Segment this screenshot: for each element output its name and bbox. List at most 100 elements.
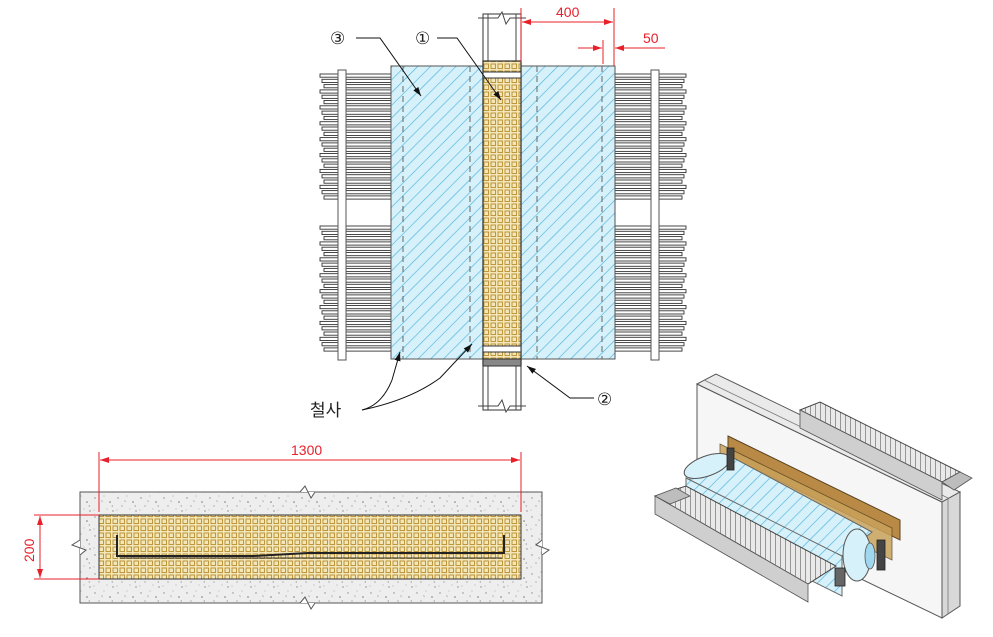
dim-200-label: 200 — [21, 538, 37, 562]
fin-plate — [323, 100, 393, 105]
fin-plate — [321, 294, 393, 299]
fin-plate — [613, 105, 687, 110]
fin-plate — [323, 163, 393, 168]
fin-plate — [613, 326, 685, 331]
slab-break-right — [535, 539, 551, 556]
fin-plate — [323, 236, 393, 241]
fin-plate — [613, 336, 687, 341]
fin-plate — [613, 342, 685, 347]
fin-plate — [323, 267, 393, 273]
fin-plate — [613, 158, 685, 163]
section-view: 1300 200 — [21, 442, 551, 610]
iso-back-fins-face — [799, 409, 943, 501]
callout-2-label: ② — [597, 390, 612, 409]
fin-plate — [323, 147, 393, 152]
fin-plate — [321, 342, 393, 347]
fin-plate — [613, 236, 683, 241]
fin-plate — [613, 320, 687, 326]
fin-plate — [613, 190, 685, 195]
dim-400-label: 400 — [556, 4, 580, 20]
fin-plate — [613, 89, 687, 94]
iso-end-bracket — [876, 539, 886, 571]
fin-plate — [319, 273, 393, 278]
fin-plate — [613, 225, 687, 230]
fin-plate — [321, 190, 393, 195]
wire-label: 철사 — [310, 401, 342, 421]
fin-plate — [613, 283, 683, 288]
fin-plate — [613, 305, 687, 310]
slab-break-left — [70, 539, 87, 556]
wire-leader-2 — [361, 343, 473, 411]
fin-plate — [613, 100, 683, 105]
slab-break-bottom — [299, 596, 316, 610]
fin-plate — [613, 174, 685, 179]
column-break-bottom — [478, 398, 526, 414]
fin-plate — [321, 158, 393, 163]
fin-plate — [319, 184, 393, 189]
iso-front-fins-face — [654, 495, 809, 603]
fin-plate — [319, 289, 393, 294]
fin-plate — [613, 278, 685, 283]
fin-plate — [613, 78, 685, 83]
callout-1-label: ① — [415, 29, 430, 48]
dim-50-label: 50 — [643, 30, 659, 46]
fin-plate — [613, 294, 685, 299]
fin-plate — [321, 278, 393, 283]
fin-plate — [613, 257, 687, 262]
fin-plate — [323, 299, 393, 304]
right-fin-bundle — [613, 73, 687, 352]
fin-plate — [613, 179, 683, 184]
fin-plate — [613, 131, 683, 136]
fin-plate — [613, 315, 683, 320]
fin-plate — [319, 320, 393, 326]
fin-plate — [613, 246, 685, 251]
filler-strip — [98, 514, 522, 580]
fin-plate — [321, 142, 393, 147]
fin-plate — [323, 283, 393, 288]
filler-block — [482, 60, 522, 366]
fin-plate — [321, 94, 393, 99]
fin-plate — [613, 94, 685, 99]
fin-plate — [321, 78, 393, 83]
fin-plate — [613, 195, 683, 200]
fin-plate — [321, 326, 393, 331]
fin-plate — [613, 163, 683, 168]
fin-plate — [319, 73, 393, 78]
fin-plate — [319, 105, 393, 110]
slab-break-top — [299, 485, 316, 499]
fin-plate — [613, 73, 687, 78]
callout-2-leader — [526, 365, 594, 399]
fin-plate — [613, 241, 687, 246]
iso-roll-end — [864, 542, 876, 570]
plan-view: 400 50 ③ ① ② 철사 — [310, 4, 687, 421]
fin-plate — [321, 110, 393, 115]
left-fin-bundle — [319, 73, 393, 352]
fin-plate — [321, 262, 393, 267]
fin-plate — [613, 252, 683, 257]
fin-plate — [613, 137, 687, 142]
fin-plate — [613, 331, 683, 336]
fin-plate — [613, 310, 685, 315]
fin-plate — [319, 257, 393, 262]
iso-wall-side — [941, 491, 961, 619]
fin-plate — [323, 195, 393, 200]
callout-3-label: ③ — [330, 29, 345, 48]
fin-plate — [613, 230, 685, 235]
iso-end-bracket — [726, 447, 735, 471]
fin-plate — [323, 115, 393, 121]
fin-plate — [613, 121, 687, 126]
fin-plate — [319, 336, 393, 341]
fin-plate — [613, 142, 685, 147]
fin-plate — [323, 347, 393, 352]
fin-plate — [613, 84, 683, 89]
fin-plate — [613, 262, 685, 267]
fin-plate — [321, 174, 393, 179]
fin-plate — [613, 153, 687, 158]
iso-back-rail — [941, 471, 973, 491]
fin-plate — [613, 184, 687, 189]
iso-fin-bracket — [834, 567, 846, 587]
fin-plate — [323, 131, 393, 136]
fin-plate — [613, 110, 685, 115]
fin-plate — [321, 246, 393, 251]
